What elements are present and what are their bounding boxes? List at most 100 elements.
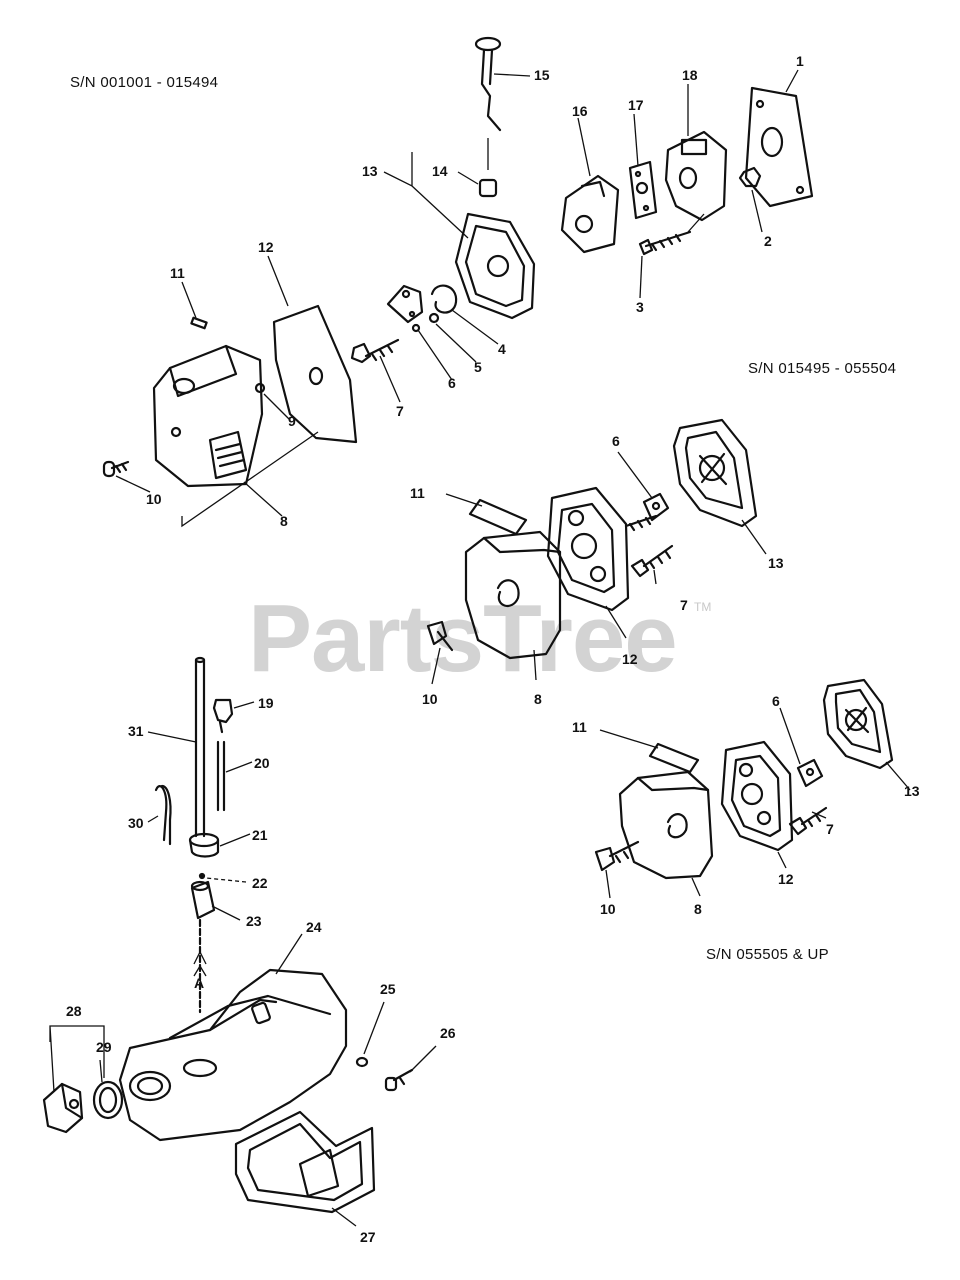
partstree-watermark: PartsTree [248, 585, 678, 692]
part-13-filter-base [454, 212, 536, 320]
mid-part-13-base [672, 418, 758, 528]
fuel-leader-lines [49, 701, 437, 1227]
bot-callout-13: 13 [904, 783, 920, 799]
bot-part-7-bolt [800, 806, 828, 826]
callout-11: 11 [170, 265, 185, 281]
bottom-leader-lines [599, 707, 911, 899]
callout-2: 2 [764, 233, 772, 249]
callout-31: 31 [128, 723, 144, 739]
callout-7: 7 [396, 403, 404, 419]
part-30-line [154, 784, 172, 846]
callout-12: 12 [258, 239, 274, 255]
callout-10: 10 [146, 491, 162, 507]
bot-part-11-tag [648, 742, 700, 774]
part-8-cover [152, 344, 264, 488]
part-27-bracket [234, 1110, 376, 1214]
mid-part-10-wingbolt [426, 620, 448, 646]
bot-callout-6: 6 [772, 693, 780, 709]
callout-27: 27 [360, 1229, 376, 1245]
part-2-nut [738, 166, 762, 188]
part-9-o-ring [254, 382, 266, 394]
mid-part-12-frame [546, 486, 630, 612]
top-callout-labels: 1 2 3 4 5 6 7 8 9 10 11 12 13 14 15 16 1… [146, 53, 804, 529]
middle-air-filter-assembly [426, 418, 758, 660]
callout-15: 15 [534, 67, 550, 83]
part-17-gasket [628, 160, 658, 220]
bot-part-13-base [822, 678, 894, 770]
part-11-tag [190, 316, 208, 330]
callout-25: 25 [380, 981, 396, 997]
middle-callout-labels: 6 7 8 10 11 12 13 [410, 433, 784, 707]
part-16-bracket [560, 174, 620, 254]
part-23-filter [190, 880, 216, 920]
bot-part-10-wingbolt [594, 846, 616, 872]
connector-arrow-up [193, 950, 207, 965]
bot-part-6-bracket [796, 758, 824, 788]
callout-6: 6 [448, 375, 456, 391]
callout-23: 23 [246, 913, 262, 929]
bottom-callout-labels: 6 7 8 10 11 12 13 [572, 693, 920, 917]
callout-26: 26 [440, 1025, 456, 1041]
bot-callout-11: 11 [572, 719, 587, 735]
callout-17: 17 [628, 97, 644, 113]
part-31-fuel-line [194, 658, 206, 838]
mid-callout-7: 7 [680, 597, 688, 613]
mid-callout-6: 6 [612, 433, 620, 449]
callout-30: 30 [128, 815, 144, 831]
mid-callout-10: 10 [422, 691, 438, 707]
mid-part-8-cover [464, 530, 562, 660]
callout-5: 5 [474, 359, 482, 375]
part-14-grommet [478, 178, 498, 198]
callout-20: 20 [254, 755, 270, 771]
part-22-check [198, 872, 206, 880]
part-29-gasket [92, 1080, 124, 1120]
part-12-filter [272, 304, 358, 444]
callout-8: 8 [280, 513, 288, 529]
bot-callout-7: 7 [826, 821, 834, 837]
bottom-air-filter-assembly [594, 678, 894, 880]
callout-1: 1 [796, 53, 804, 69]
serial-range-top-left: S/N 001001 - 015494 [70, 74, 219, 91]
callout-9: 9 [288, 413, 296, 429]
part-26-screw [392, 1068, 414, 1082]
top-air-filter-assembly [102, 36, 814, 488]
mid-callout-11: 11 [410, 485, 425, 501]
connector-marker-a: A [194, 975, 204, 991]
callout-16: 16 [572, 103, 588, 119]
serial-range-bottom-right: S/N 055505 & UP [706, 946, 829, 963]
callout-29: 29 [96, 1039, 112, 1055]
callout-28: 28 [66, 1003, 82, 1019]
part-25-washer [355, 1056, 369, 1068]
part-20-line [216, 740, 226, 812]
mid-callout-8: 8 [534, 691, 542, 707]
callout-18: 18 [682, 67, 698, 83]
part-15-choke-rod [480, 48, 502, 132]
bot-callout-12: 12 [778, 871, 794, 887]
bot-callout-10: 10 [600, 901, 616, 917]
mid-part-6-bracket [642, 492, 670, 522]
part-15-choke-knob [474, 36, 502, 52]
trademark-mark: TM [694, 600, 712, 614]
part-19-vent [212, 698, 234, 724]
mid-callout-13: 13 [768, 555, 784, 571]
top-leader-lines [115, 69, 799, 528]
part-6-plate [386, 284, 424, 324]
part-24-fuel-tank [118, 968, 348, 1142]
callout-13: 13 [362, 163, 378, 179]
fuel-callout-labels: 19 20 21 22 23 24 25 26 27 28 29 30 31 A [66, 695, 456, 1245]
part-5-washer [428, 312, 440, 324]
part-18-carburetor [664, 130, 728, 222]
connector-arrow-up-2 [193, 964, 207, 977]
fuel-system-assembly [42, 656, 414, 1214]
mid-callout-12: 12 [622, 651, 638, 667]
callout-22: 22 [252, 875, 268, 891]
part-4-clip [430, 284, 458, 314]
middle-leader-lines [431, 451, 767, 685]
callout-24: 24 [306, 919, 322, 935]
callout-4: 4 [498, 341, 506, 357]
callout-19: 19 [258, 695, 274, 711]
callout-3: 3 [636, 299, 644, 315]
part-1-gasket [744, 86, 814, 208]
bot-part-8-cover [618, 770, 714, 880]
